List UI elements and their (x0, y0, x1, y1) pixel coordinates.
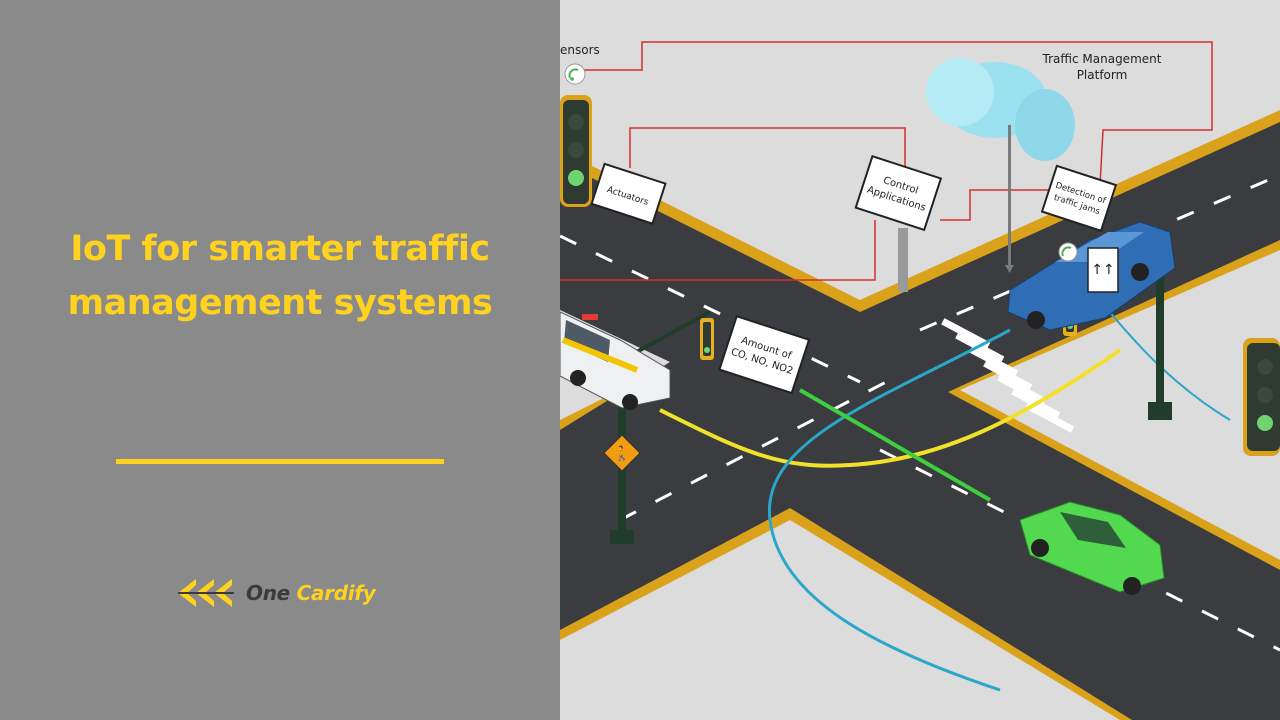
traffic-light-left (560, 95, 592, 207)
emission-sign: Amount of CO, NO, NO2 (718, 315, 811, 395)
triple-chevron-left-logo (178, 579, 234, 607)
green-path (798, 388, 992, 502)
brand[interactable]: One Cardify (174, 575, 376, 611)
control-applications-sign: Control Applications (854, 154, 943, 292)
detection-sign: Detection of traffic jams (1040, 164, 1118, 232)
svg-text:🚶: 🚶 (613, 445, 630, 462)
brand-cardify: Cardify (296, 581, 376, 605)
title-line-2: management systems (67, 283, 493, 323)
title-divider (116, 459, 444, 464)
traffic-light-right (1243, 338, 1280, 456)
up-arrow-icon: ↑↑ (1091, 262, 1114, 278)
sensors-label: ensors (560, 43, 600, 57)
traffic-illustration: Traffic Management Platform ensors (560, 0, 1280, 720)
cloud-icon (926, 58, 1075, 273)
title-line-1: IoT for smarter traffic (70, 229, 490, 269)
green-car (1019, 501, 1165, 595)
blue-car: ↑↑ (1007, 221, 1176, 331)
brand-name: One Cardify (246, 581, 376, 605)
platform-label-line1: Traffic Management (1042, 52, 1162, 66)
page-title: IoT for smarter traffic management syste… (30, 222, 530, 330)
signal-pole-left: 🚶 (603, 310, 714, 544)
left-panel: IoT for smarter traffic management syste… (0, 0, 560, 720)
blue-path (767, 328, 1011, 692)
yellow-path (659, 348, 1122, 468)
sensor-wifi-icon (564, 63, 586, 85)
platform-label-line2: Platform (1077, 68, 1128, 82)
brand-one: One (246, 581, 290, 605)
traffic-scene: Traffic Management Platform ensors (560, 0, 1280, 720)
actuators-sign: Actuators (590, 162, 667, 225)
white-car (560, 311, 671, 410)
